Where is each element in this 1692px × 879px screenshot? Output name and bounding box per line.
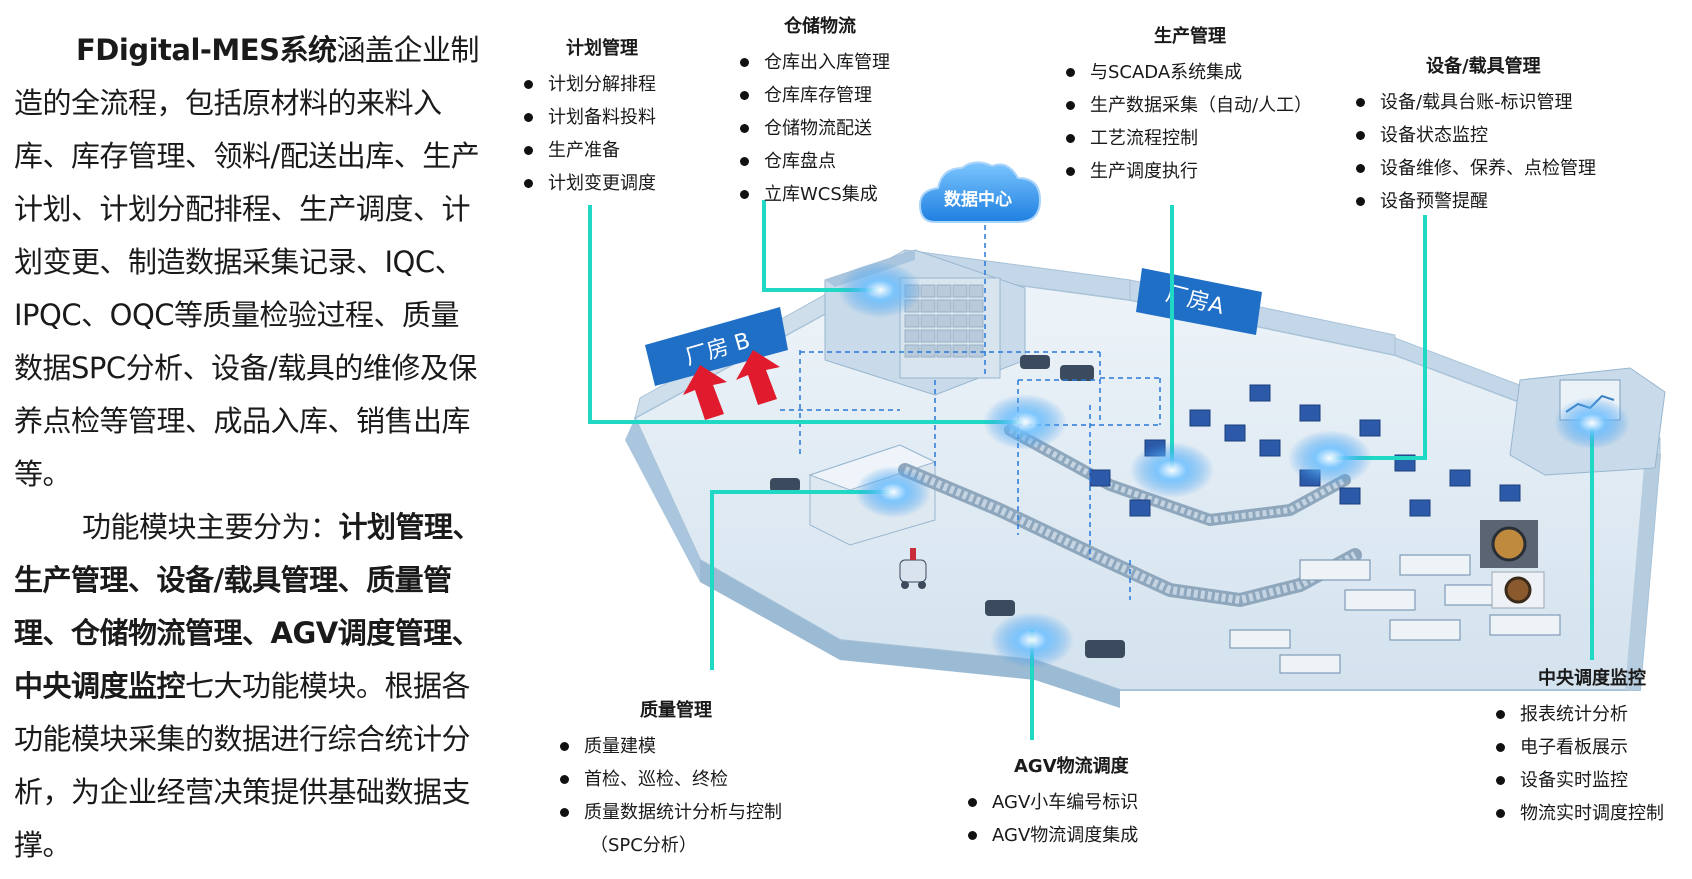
list-item: 物流实时调度控制 [1494,797,1664,830]
intro-scope: 涵盖企业制造的全流程，包括原材料的来料入库、库存管理、领料/配送出库、生产计划、… [14,33,480,491]
module-title: 仓储物流 [784,16,856,37]
network-lines [780,225,1161,600]
list-item: 首检、巡检、终检 [558,763,782,796]
module-title: 生产管理 [1154,26,1226,47]
gear-thumbnails [1480,520,1545,609]
data-center-cloud: 数据中心 [918,161,1042,223]
list-item: 计划分解排程 [522,68,656,101]
module-central: 中央调度监控 报表统计分析 电子看板展示 设备实时监控 物流实时调度控制 [1494,664,1664,830]
module-plan: 计划管理 计划分解排程 计划备料投料 生产准备 计划变更调度 [522,34,656,200]
intro-product-name: FDigital-MES系统 [76,33,337,67]
intro-modules-list: 计划管理、生产管理、设备/载具管理、质量管理、仓储物流管理、AGV调度管理、中央… [14,510,482,703]
list-item: AGV小车编号标识 [966,786,1138,819]
list-item: 工艺流程控制 [1064,122,1312,155]
module-title: 设备/载具管理 [1426,56,1541,77]
module-agv: AGV物流调度 AGV小车编号标识 AGV物流调度集成 [966,752,1138,852]
data-center-label: 数据中心 [944,189,1012,210]
list-item: 计划变更调度 [522,167,656,200]
module-title: 中央调度监控 [1538,668,1646,689]
intro-modules-lead: 功能模块主要分为： [82,510,339,544]
module-production: 生产管理 与SCADA系统集成 生产数据采集（自动/人工） 工艺流程控制 生产调… [1064,22,1312,188]
entry-arrows [683,350,780,420]
list-item-continuation: （SPC分析） [590,835,697,856]
module-title: 质量管理 [640,700,712,721]
list-item: 仓库出入库管理 [738,46,890,79]
robot [899,548,927,589]
intro-text: FDigital-MES系统涵盖企业制造的全流程，包括原材料的来料入库、库存管理… [14,24,484,872]
list-item: 设备维修、保养、点检管理 [1354,152,1596,185]
intro-paragraph-1: FDigital-MES系统涵盖企业制造的全流程，包括原材料的来料入库、库存管理… [14,24,484,501]
list-item: 生产调度执行 [1064,155,1312,188]
module-equipment: 设备/载具管理 设备/载具台账-标识管理 设备状态监控 设备维修、保养、点检管理… [1354,52,1596,218]
intro-modules-rest: 七大功能模块。根据各功能模块采集的数据进行综合统计分析，为企业经营决策提供基础数… [14,669,471,862]
list-item: 仓库库存管理 [738,79,890,112]
list-item: 质量建模 [558,730,782,763]
list-item: AGV物流调度集成 [966,819,1138,852]
list-item: 电子看板展示 [1494,731,1664,764]
list-item: 报表统计分析 [1494,698,1664,731]
list-item: 设备实时监控 [1494,764,1664,797]
list-item: 立库WCS集成 [738,178,890,211]
intro-paragraph-2: 功能模块主要分为：计划管理、生产管理、设备/载具管理、质量管理、仓储物流管理、A… [14,501,484,872]
list-item: 计划备料投料 [522,101,656,134]
list-item: 仓库盘点 [738,145,890,178]
list-item: 生产准备 [522,134,656,167]
module-warehouse: 仓储物流 仓库出入库管理 仓库库存管理 仓储物流配送 仓库盘点 立库WCS集成 [738,12,890,211]
list-item: 仓储物流配送 [738,112,890,145]
list-item: 质量数据统计分析与控制 [558,796,782,829]
list-item: 设备/载具台账-标识管理 [1354,86,1596,119]
module-quality: 质量管理 质量建模 首检、巡检、终检 质量数据统计分析与控制 （SPC分析） [558,696,782,862]
conveyor-line [898,424,1362,608]
agv-vehicles [770,355,1125,658]
list-item: 与SCADA系统集成 [1064,56,1312,89]
list-item: 生产数据采集（自动/人工） [1064,89,1312,122]
module-title: AGV物流调度 [1014,756,1129,777]
list-item: 设备状态监控 [1354,119,1596,152]
workstations [1229,554,1561,674]
list-item: 设备预警提醒 [1354,185,1596,218]
module-title: 计划管理 [566,38,638,59]
hotspots [838,262,1630,668]
